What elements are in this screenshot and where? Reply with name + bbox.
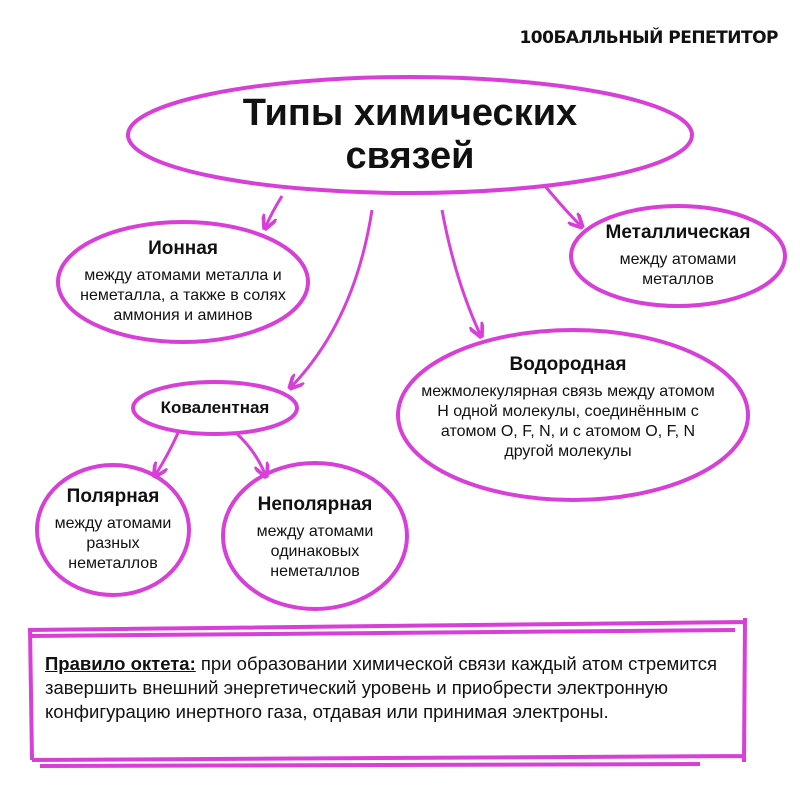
octet-rule: Правило октета: при образовании химическ…: [45, 652, 735, 724]
metallic-heading: Металлическая: [605, 222, 751, 243]
nonpolar-heading: Неполярная: [257, 494, 373, 515]
polar-desc: между атомами разных неметаллов: [54, 515, 172, 572]
arrow-nonpolar: [234, 431, 265, 474]
octet-rule-label: Правило октета:: [45, 653, 196, 674]
covalent-ellipse: [131, 380, 299, 436]
ionic-heading: Ионная: [148, 238, 218, 259]
node-nonpolar: Неполярная между атомами одинаковых неме…: [253, 494, 378, 582]
diagram-title: Типы химических связей: [242, 92, 578, 177]
rule-box: [27, 617, 747, 768]
nonpolar-ellipse: [221, 461, 409, 611]
covalent-heading: Ковалентная: [160, 398, 270, 417]
arrow-metallic: [543, 185, 580, 225]
node-polar: Полярная между атомами разных неметаллов: [46, 486, 181, 574]
arrow-polar: [156, 432, 180, 474]
node-metallic: Металлическая между атомами металлов: [593, 222, 763, 290]
metallic-desc: между атомами металлов: [619, 251, 737, 288]
arrow-hydrogen: [440, 209, 480, 334]
arrow-ionic: [266, 195, 284, 226]
ionic-ellipse: [56, 220, 310, 344]
title-ellipse: [126, 75, 694, 195]
metallic-ellipse: [569, 204, 787, 308]
logo: 100БАЛЛЬНЫЙ РЕПЕТИТОР: [519, 28, 778, 48]
polar-ellipse: [35, 463, 191, 597]
node-ionic: Ионная между атомами металла и неметалла…: [68, 238, 298, 326]
node-covalent: Ковалентная: [161, 398, 270, 418]
node-hydrogen: Водородная межмолекулярная связь между а…: [418, 354, 718, 462]
polar-heading: Полярная: [66, 486, 160, 507]
nonpolar-desc: между атомами одинаковых неметаллов: [256, 523, 374, 580]
hydrogen-ellipse: [396, 328, 750, 502]
octet-rule-text: при образовании химической связи каждый …: [45, 653, 718, 722]
hydrogen-heading: Водородная: [509, 354, 627, 375]
arrow-covalent: [292, 209, 374, 386]
ionic-desc: между атомами металла и неметалла, а так…: [80, 267, 286, 324]
hydrogen-desc: межмолекулярная связь между атомом H одн…: [421, 383, 715, 460]
